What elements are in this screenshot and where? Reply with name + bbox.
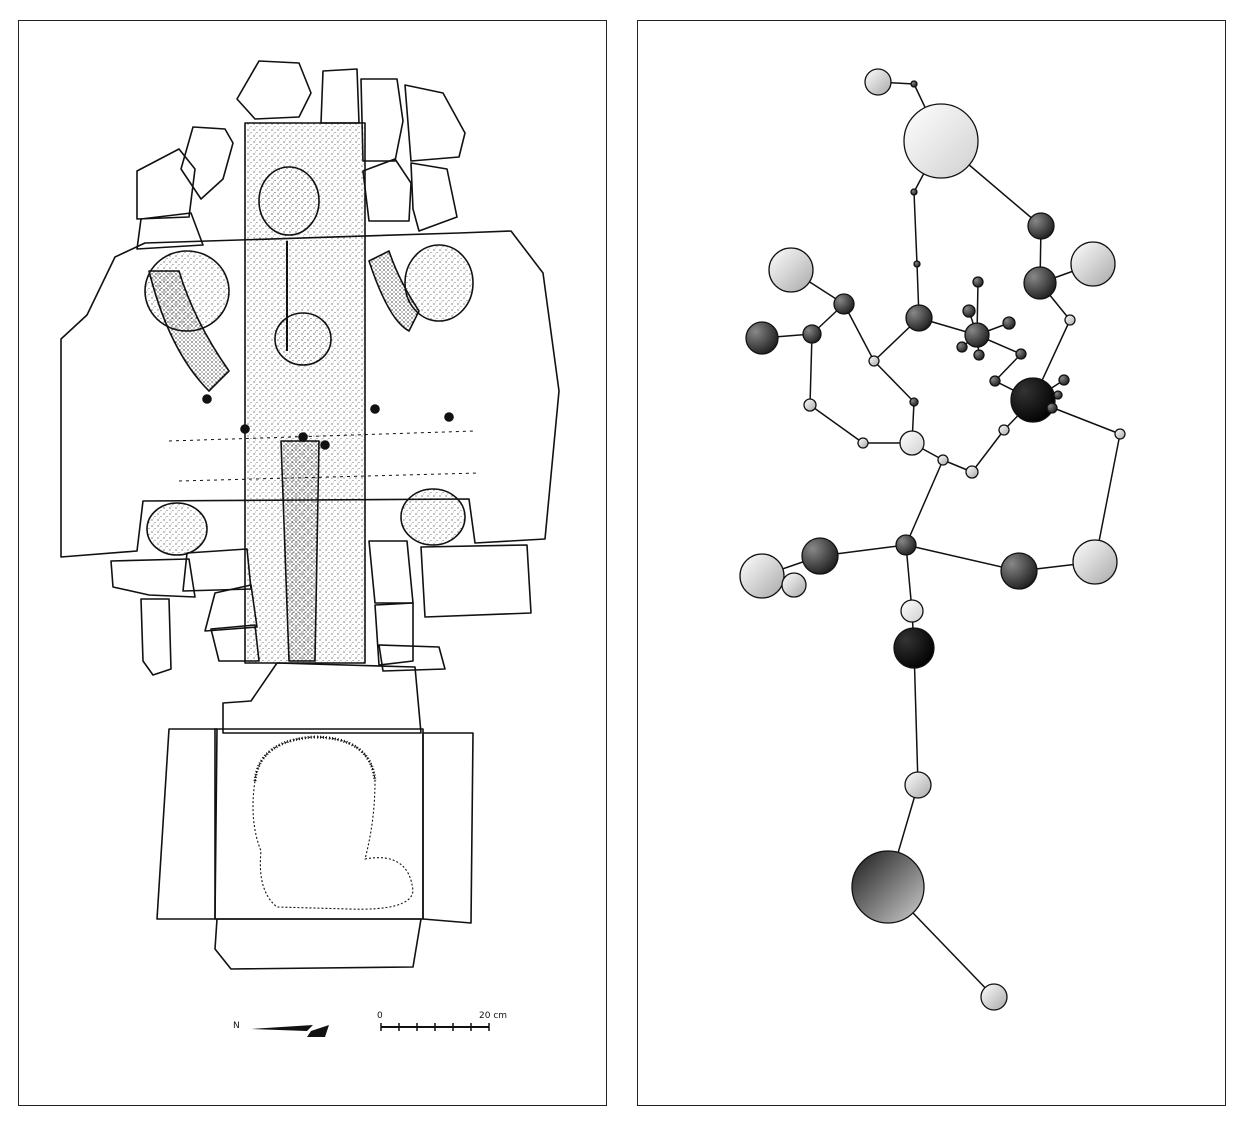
stone (420, 544, 532, 618)
network-node (972, 276, 984, 288)
stone (136, 212, 204, 250)
network-node (1053, 390, 1063, 400)
network-node (851, 850, 925, 924)
network-edge (809, 404, 864, 444)
network-node (895, 534, 917, 556)
network-node (964, 322, 990, 348)
network-node (857, 437, 869, 449)
network-node (1070, 241, 1116, 287)
network-node (904, 771, 932, 799)
network-node (864, 68, 892, 96)
network-node (899, 430, 925, 456)
network-diagram-panel (637, 20, 1226, 1106)
network-node (913, 260, 921, 268)
stone (378, 644, 446, 672)
stone (374, 602, 414, 666)
network-node (937, 454, 949, 466)
network-node (739, 553, 785, 599)
north-arrow-label: N (233, 1021, 240, 1031)
network-node (1064, 314, 1076, 326)
network-node (973, 349, 985, 361)
network-node (909, 397, 919, 407)
scale-end-label: 20 cm (479, 1011, 508, 1021)
network-node (1072, 539, 1118, 585)
network-node (868, 355, 880, 367)
network-node (1000, 552, 1038, 590)
network-edge (913, 191, 918, 265)
scale-start-label: 0 (377, 1011, 383, 1021)
stone (362, 158, 412, 222)
network-edge (913, 647, 919, 786)
plan-drawing-panel: N 0 20 cm (18, 20, 607, 1106)
stone (110, 558, 196, 598)
network-node (801, 537, 839, 575)
network-node (980, 983, 1008, 1011)
lower-slab (222, 662, 422, 734)
stone (180, 126, 234, 200)
network-edge (905, 544, 1020, 572)
network-node (1023, 266, 1057, 300)
network-node (1002, 316, 1016, 330)
network-node (1010, 377, 1056, 423)
network-node (1027, 212, 1055, 240)
network-edge (994, 353, 1022, 382)
stone (410, 162, 458, 232)
network-node (1015, 348, 1027, 360)
network-node (962, 304, 976, 318)
network-node (1114, 428, 1126, 440)
network-node (900, 599, 924, 623)
network-node (956, 341, 968, 353)
lower-body-slab (214, 728, 424, 920)
stone (368, 540, 414, 604)
stone (136, 148, 196, 220)
network-node (910, 188, 918, 196)
network-node (1058, 374, 1070, 386)
network-node (768, 247, 814, 293)
network-edge (809, 333, 813, 406)
network-diagram (739, 68, 1126, 1011)
body-slab (60, 230, 560, 558)
stone (210, 624, 260, 662)
stone (320, 68, 360, 124)
network-node (910, 80, 918, 88)
scale-bar (380, 1023, 490, 1031)
stone (204, 584, 258, 632)
network-node (893, 627, 935, 669)
network-edge (843, 303, 875, 362)
network-node (803, 398, 817, 412)
network-node (965, 465, 979, 479)
stone (236, 60, 312, 120)
plan-drawing (60, 60, 560, 1037)
north-arrow (251, 1025, 329, 1037)
stone (140, 598, 172, 676)
network-node (998, 424, 1010, 436)
stone (360, 78, 404, 162)
network-edge (971, 429, 1005, 473)
network-node (833, 293, 855, 315)
network-node (903, 103, 979, 179)
network-node (905, 304, 933, 332)
network-edge (905, 459, 944, 546)
network-node (745, 321, 779, 355)
network-node (989, 375, 1001, 387)
network-edge (873, 360, 915, 403)
network-node (781, 572, 807, 598)
network-node (1046, 402, 1058, 414)
network-node (802, 324, 822, 344)
stone (404, 84, 466, 162)
